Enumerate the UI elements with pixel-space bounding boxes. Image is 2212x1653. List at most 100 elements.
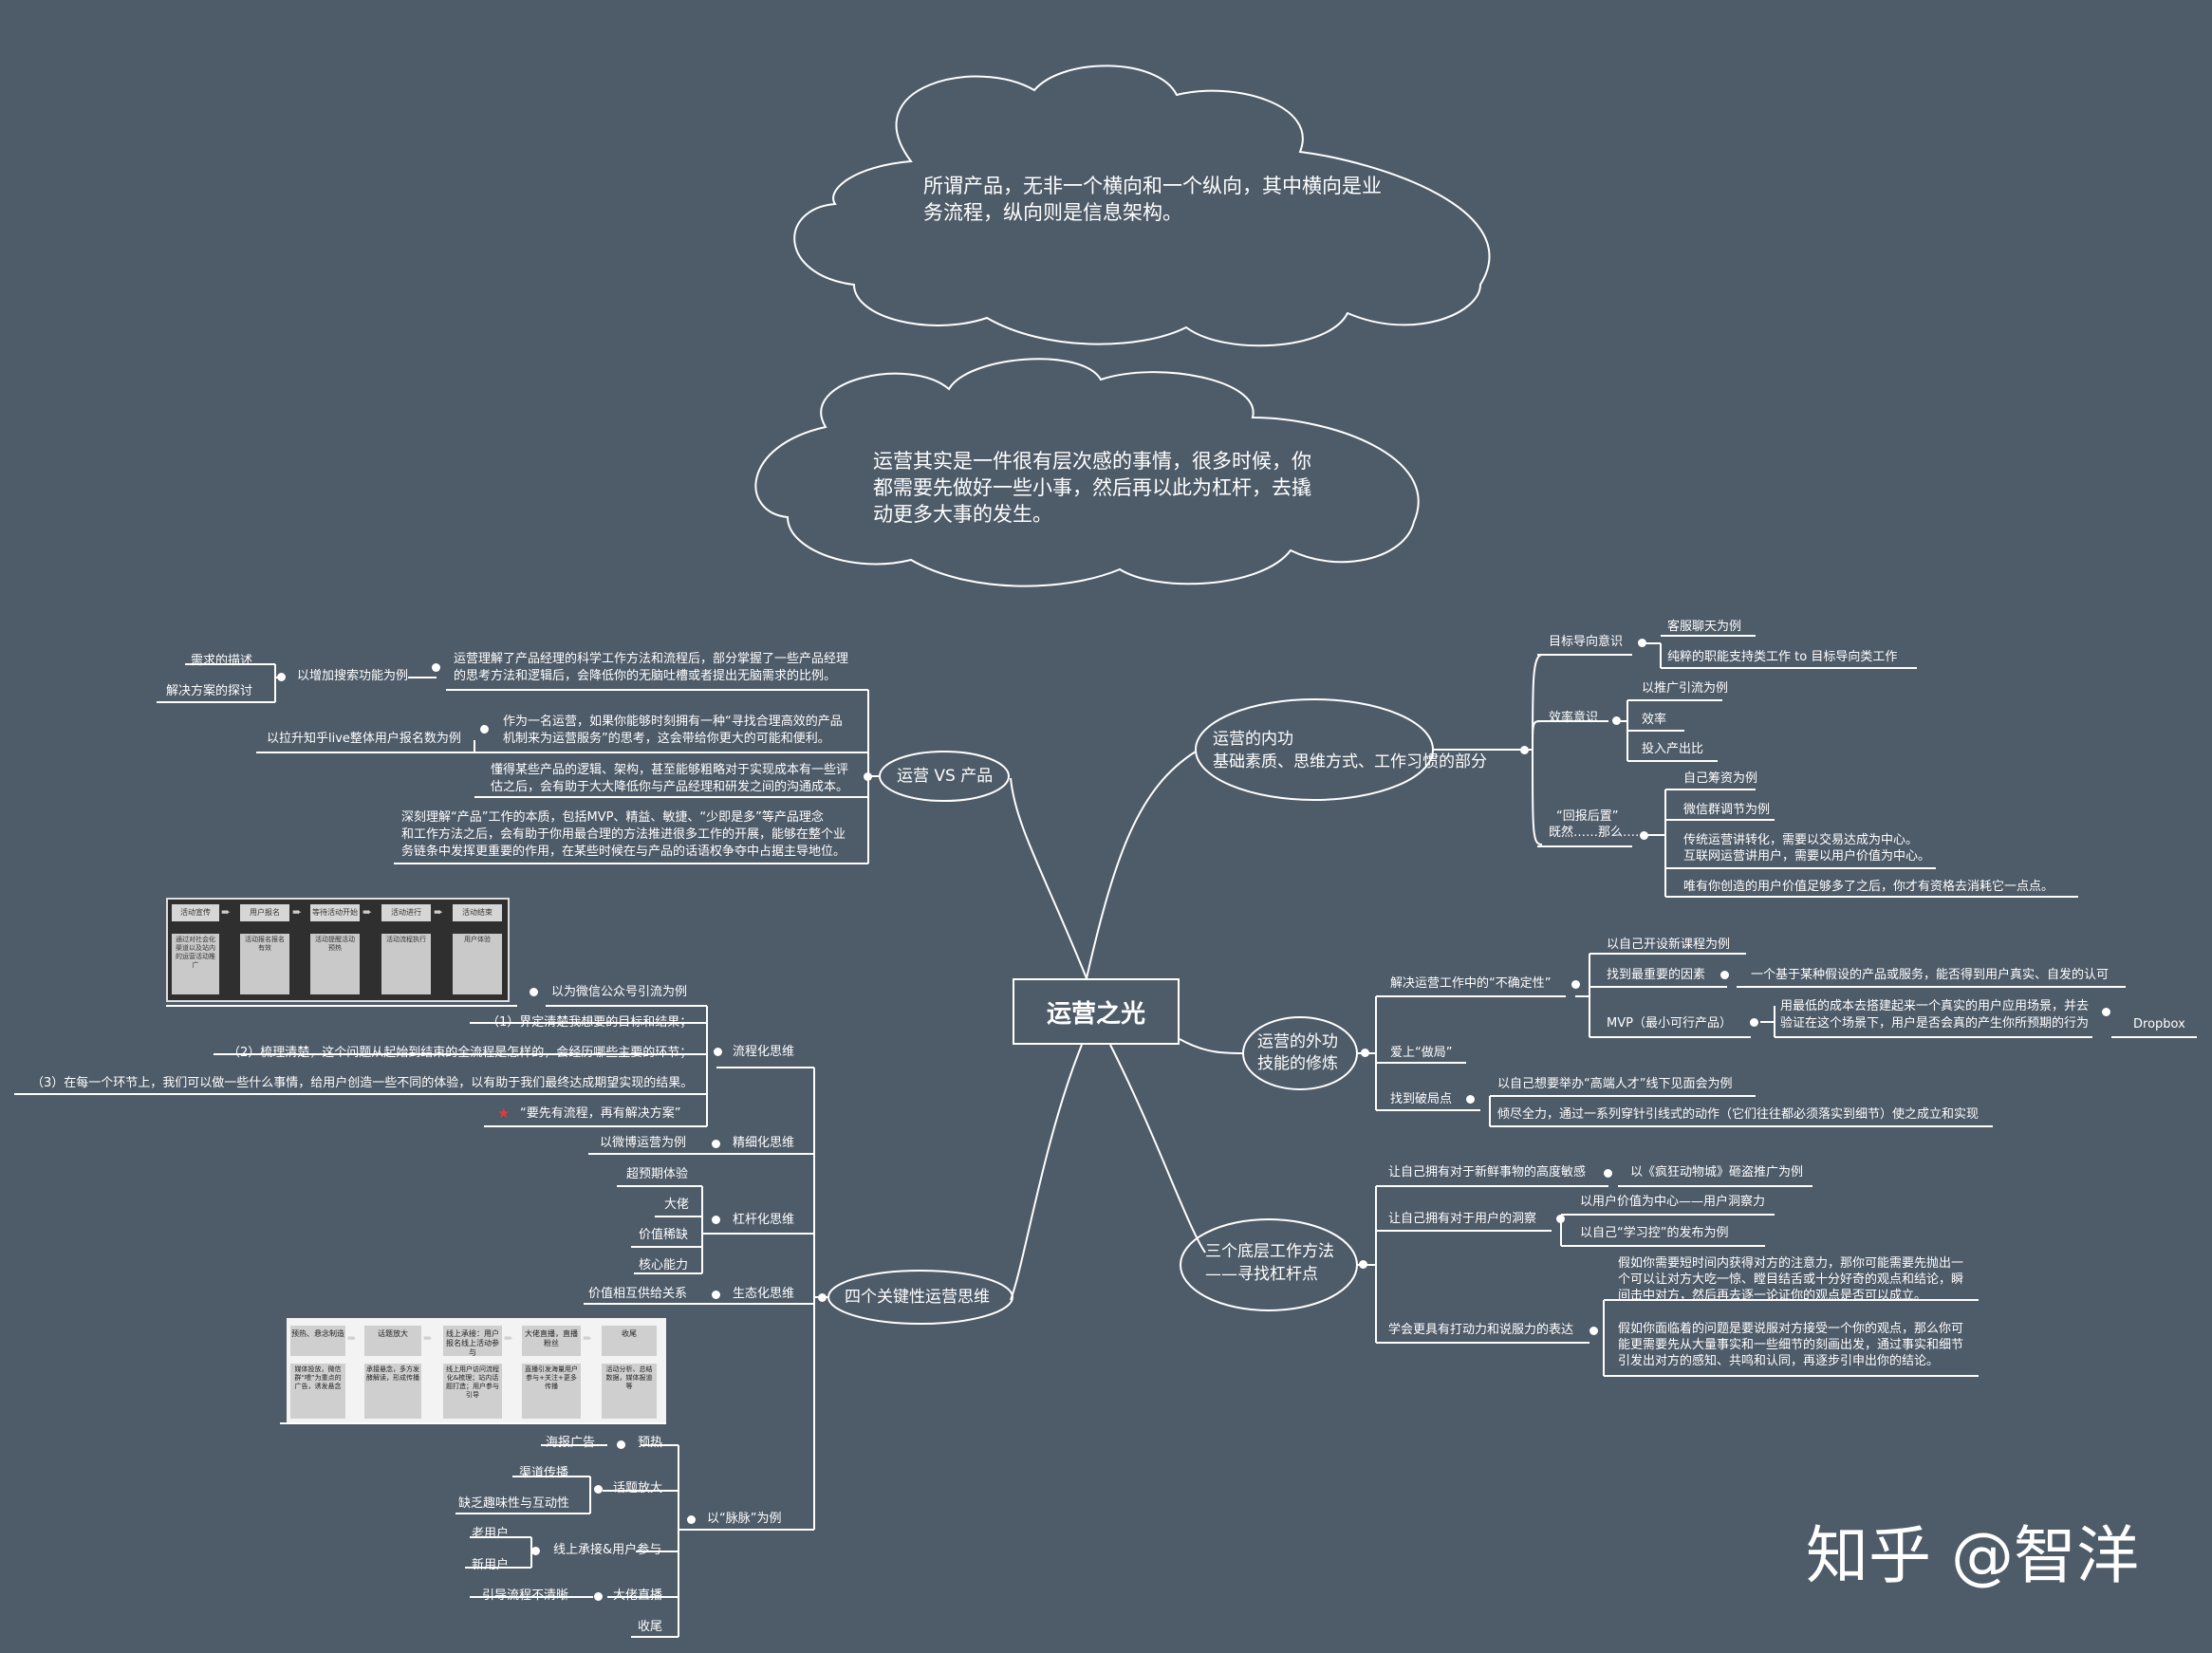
outer-title-1[interactable]: 运营的外功: [1257, 1032, 1338, 1051]
feedback-item-5[interactable]: 唯有你创造的用户价值足够多了之后，你才有资格去消耗它一点点。: [1683, 880, 2054, 894]
efficiency-dot: [1612, 716, 1621, 725]
arrow-icon: ➨: [434, 905, 444, 919]
mailuo-example[interactable]: 以“脉脉”为例: [707, 1512, 782, 1526]
persuade-1-line-3[interactable]: 间击中对方，然后再去逐一论证你的观点是否可以成立。: [1618, 1289, 1927, 1303]
flow-item-4[interactable]: “要先有流程，再有解决方案”: [520, 1106, 681, 1121]
goal-orientation[interactable]: 目标导向意识: [1549, 635, 1624, 649]
lever-item-4[interactable]: 核心能力: [639, 1258, 689, 1272]
insight[interactable]: 让自己拥有对于用户的洞察: [1388, 1212, 1537, 1226]
vs-p4-line-3[interactable]: 务链条中发挥更重要的作用，在某些时候在与产品的话语权争夺中占据主导地位。: [401, 845, 846, 859]
vs-p1-line-2[interactable]: 的思考方法和逻辑后，会降低你的无脑吐槽或者提出无脑需求的比例。: [454, 669, 837, 683]
outer-title-2[interactable]: 技能的修炼: [1257, 1054, 1338, 1073]
online[interactable]: 线上承接&用户参与: [553, 1543, 662, 1557]
uncertain-item-4[interactable]: MVP（最小可行产品）: [1607, 1016, 1732, 1031]
insight-item-2[interactable]: 以自己“学习控”的发布为例: [1580, 1226, 1729, 1240]
goal-dot: [1638, 639, 1646, 647]
flow-thinking[interactable]: 流程化思维: [733, 1045, 795, 1059]
img1-head-4: 活动进行: [381, 904, 431, 921]
online-sub-1[interactable]: 老用户: [472, 1527, 510, 1541]
flow-item-1[interactable]: （1）界定清楚我想要的目标和结果；: [487, 1015, 693, 1030]
dropbox[interactable]: Dropbox: [2133, 1017, 2185, 1031]
img2-head-3: 线上承接：用户报名线上活动参与: [443, 1326, 502, 1357]
vs-live[interactable]: 以拉升知乎live整体用户报名数为例: [267, 732, 461, 746]
huati-sub-2[interactable]: 缺乏趣味性与互动性: [458, 1496, 570, 1511]
arrow-icon: ➨: [292, 905, 303, 919]
feedback-item-3[interactable]: 传统运营讲转化，需要以交易达成为中心。: [1683, 833, 1919, 847]
uncertain-item-1[interactable]: 以自己开设新课程为例: [1607, 938, 1731, 952]
lever-item-1[interactable]: 超预期体验: [626, 1167, 689, 1181]
feedback-line-1[interactable]: “回报后置”: [1556, 809, 1619, 824]
uncertain[interactable]: 解决运营工作中的“不确定性”: [1390, 976, 1552, 991]
mvp-desc-2[interactable]: 验证在这个场景下，用户是否会真的产生你所预期的行为: [1780, 1016, 2090, 1031]
flow-item-2[interactable]: （2）梳理清楚，这个问题从起始到结束的全流程是怎样的，会经历哪些主要的环节；: [228, 1046, 693, 1060]
cloud-2-line-1: 运营其实是一件很有层次感的事情，很多时候，你: [873, 450, 1311, 473]
goal-item-1[interactable]: 客服聊天为例: [1667, 620, 1742, 634]
breakpoint[interactable]: 找到破局点: [1390, 1092, 1453, 1106]
lever-item-3[interactable]: 价值稀缺: [639, 1228, 689, 1242]
uncertain-item-3[interactable]: 一个基于某种假设的产品或服务，能否得到用户真实、自发的认可: [1751, 968, 2110, 982]
persuade-2-line-2[interactable]: 能更需要先从大量事实和一些细节的刻画出发，通过事实和细节: [1618, 1338, 1964, 1352]
persuade-1-line-2[interactable]: 个可以让对方大吃一惊、瞠目结舌或十分好奇的观点和结论，瞬: [1618, 1272, 1964, 1287]
huati-sub-1[interactable]: 渠道传播: [519, 1466, 569, 1480]
uncertain-item-2[interactable]: 找到最重要的因素: [1607, 968, 1706, 982]
vs-search-item-1[interactable]: 需求的描述: [191, 654, 253, 668]
vs-p2-line-2[interactable]: 机制来为运营服务”的思考，这会带给你更大的可能和便利。: [503, 732, 830, 746]
vs-p4-line-2[interactable]: 和工作方法之后，会有助于你用最合理的方法推进很多工作的开展，能够在整个业: [401, 827, 846, 842]
bottom-title-1[interactable]: 三个底层工作方法: [1205, 1242, 1334, 1261]
wrap-up[interactable]: 收尾: [638, 1620, 663, 1634]
sensitivity[interactable]: 让自己拥有对于新鲜事物的高度敏感: [1388, 1165, 1587, 1179]
fine-item[interactable]: 以微博运营为例: [600, 1136, 687, 1150]
lever-thinking[interactable]: 杠杆化思维: [733, 1213, 795, 1227]
goal-item-2[interactable]: 纯粹的职能支持类工作 to 目标导向类工作: [1667, 650, 1898, 664]
breakpoint-item-1[interactable]: 以自己想要举办“高端人才”线下见面会为例: [1497, 1077, 1733, 1091]
vs-p3-line-2[interactable]: 估之后，会有助于大大降低你与产品经理和研发之间的沟通成本。: [491, 780, 849, 794]
huati[interactable]: 话题放大: [613, 1481, 663, 1495]
vs-p4-line-1[interactable]: 深刻理解“产品”工作的本质，包括MVP、精益、敏捷、“少即是多”等产品理念: [401, 810, 824, 825]
eco-thinking[interactable]: 生态化思维: [733, 1287, 795, 1301]
flow-image-mailuo: 预热、悬念制造 ➨ 话题放大 ➨ 线上承接：用户报名线上活动参与 ➨ 大佬直播，…: [287, 1318, 666, 1422]
efficiency-item-3[interactable]: 投入产出比: [1642, 742, 1704, 756]
online-dot: [531, 1547, 540, 1555]
lever-item-2[interactable]: 大佬: [664, 1198, 690, 1212]
vs-title[interactable]: 运营 VS 产品: [897, 767, 994, 786]
insight-item-1[interactable]: 以用户价值为中心——用户洞察力: [1580, 1195, 1766, 1209]
mvp-desc-1[interactable]: 用最低的成本去搭建起来一个真实的用户应用场景，并去: [1780, 999, 2090, 1013]
fine-thinking[interactable]: 精细化思维: [733, 1136, 795, 1150]
flow-item-3[interactable]: （3）在每一个环节上，我们可以做一些什么事情，给用户创造一些不同的体验，以有助于…: [31, 1076, 694, 1090]
vs-search-item-2[interactable]: 解决方案的探讨: [166, 684, 253, 698]
persuade-2-line-3[interactable]: 引发出对方的感知、共鸣和认同，再逐步引申出你的结论。: [1618, 1354, 1940, 1368]
arrow-icon: ➨: [362, 905, 373, 919]
vs-p1-line-1[interactable]: 运营理解了产品经理的科学工作方法和流程后，部分掌握了一些产品经理: [454, 652, 849, 666]
four-title[interactable]: 四个关键性运营思维: [845, 1288, 990, 1307]
central-topic[interactable]: 运营之光: [1013, 978, 1180, 1045]
breakpoint-item-2[interactable]: 倾尽全力，通过一系列穿针引线式的动作（它们往往都必须落实到细节）使之成立和实现: [1497, 1107, 1980, 1122]
vs-search[interactable]: 以增加搜索功能为例: [297, 669, 409, 683]
lever-dot: [712, 1216, 720, 1224]
online-sub-2[interactable]: 新用户: [472, 1558, 510, 1572]
vs-p3-line-1[interactable]: 懂得某些产品的逻辑、架构，甚至能够粗略对于实现成本有一些评: [491, 763, 849, 777]
persuade-1-line-1[interactable]: 假如你需要短时间内获得对方的注意力，那你可能需要先抛出一: [1618, 1256, 1964, 1271]
bottom-title-2[interactable]: ——寻找杠杆点: [1205, 1265, 1318, 1284]
efficiency[interactable]: 效率意识: [1549, 711, 1599, 725]
feedback-line-2[interactable]: 既然……那么……: [1549, 826, 1648, 840]
vs-p2-line-1[interactable]: 作为一名运营，如果你能够时刻拥有一种“寻找合理高效的产品: [503, 715, 843, 729]
sensitivity-item[interactable]: 以《疯狂动物城》砸盗推广为例: [1630, 1165, 1804, 1179]
mailuo-dot: [687, 1515, 696, 1524]
feedback-item-2[interactable]: 微信群调节为例: [1683, 803, 1771, 817]
yure[interactable]: 预热: [638, 1436, 663, 1450]
vs-dot: [864, 772, 872, 781]
feedback-item-1[interactable]: 自己筹资为例: [1683, 771, 1758, 786]
persuade[interactable]: 学会更具有打动力和说服力的表达: [1388, 1323, 1574, 1337]
yure-sub[interactable]: 海报广告: [546, 1436, 596, 1450]
eco-item[interactable]: 价值相互供给关系: [588, 1287, 688, 1301]
flow-example[interactable]: 以为微信公众号引流为例: [551, 985, 688, 999]
efficiency-item-2[interactable]: 效率: [1642, 713, 1667, 727]
img1-body-4: 活动流程执行: [381, 934, 431, 994]
feedback-item-4[interactable]: 互联网运营讲用户，需要以用户价值为中心。: [1683, 849, 1931, 864]
live-sub[interactable]: 引导流程不清晰: [482, 1588, 569, 1603]
efficiency-item-1[interactable]: 以推广引流为例: [1642, 681, 1729, 696]
arrow-icon: ➨: [221, 905, 232, 919]
persuade-2-line-1[interactable]: 假如你面临着的问题是要说服对方接受一个你的观点，那么你可: [1618, 1322, 1964, 1336]
love-the-game[interactable]: 爱上“做局”: [1390, 1046, 1453, 1060]
live-stream[interactable]: 大佬直播: [613, 1588, 663, 1603]
